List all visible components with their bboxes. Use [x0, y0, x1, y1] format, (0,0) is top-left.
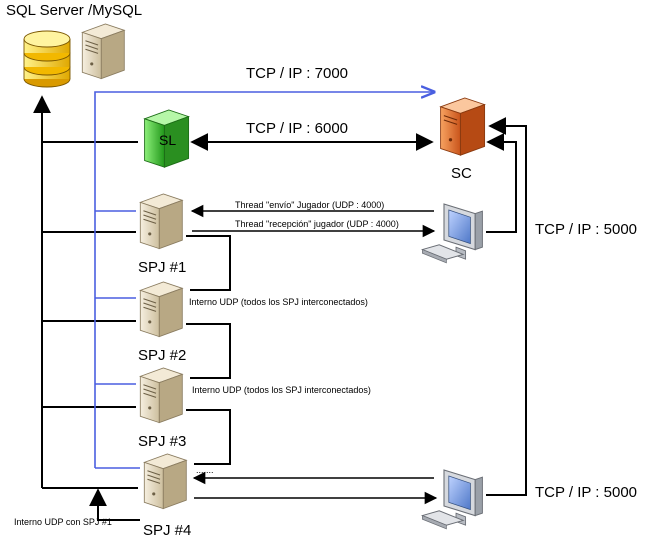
sl-label: SL: [159, 132, 176, 148]
spj4-label: SPJ #4: [143, 522, 191, 539]
tcp7000-lines: [94, 92, 434, 469]
spj4-server-icon: [143, 453, 187, 510]
interno-spj1-line: [89, 488, 140, 521]
db-server-icon: [81, 23, 125, 80]
spj3-label: SPJ #3: [138, 433, 186, 450]
tcp7000-label: TCP / IP : 7000: [246, 65, 348, 82]
tcp5000-lines: [486, 117, 527, 496]
dots-label: .......: [196, 465, 214, 475]
spj2-server-icon: [139, 281, 183, 338]
thread-recepcion-label: Thread "recepción" jugador (UDP : 4000): [235, 219, 399, 229]
sc-server-icon: [440, 97, 486, 156]
spj2-label: SPJ #2: [138, 347, 186, 364]
spj1-label: SPJ #1: [138, 259, 186, 276]
db-trunk-lines: [33, 95, 138, 489]
tcp5000-bottom-label: TCP / IP : 5000: [535, 484, 637, 501]
interno-udp-label-2: Interno UDP (todos los SPJ interconectad…: [192, 385, 371, 395]
thread-envio-label: Thread "envío" Jugador (UDP : 4000): [235, 200, 384, 210]
interno-spj1-label: Interno UDP con SPJ #1: [14, 517, 112, 527]
spj4-pc-lines: [192, 471, 438, 505]
monitor-icon-bottom: [421, 469, 483, 530]
udp-thread-lines: [190, 204, 436, 238]
sc-label: SC: [451, 165, 472, 182]
monitor-icon-top: [421, 203, 483, 264]
database-icon: [23, 30, 71, 88]
db-title: SQL Server /MySQL: [6, 2, 142, 19]
spj1-server-icon: [139, 193, 183, 250]
spj-interconnect-lines: [186, 235, 231, 465]
interno-udp-label-1: Interno UDP (todos los SPJ interconectad…: [189, 297, 368, 307]
spj3-server-icon: [139, 367, 183, 424]
tcp6000-label: TCP / IP : 6000: [246, 120, 348, 137]
tcp5000-top-label: TCP / IP : 5000: [535, 221, 637, 238]
